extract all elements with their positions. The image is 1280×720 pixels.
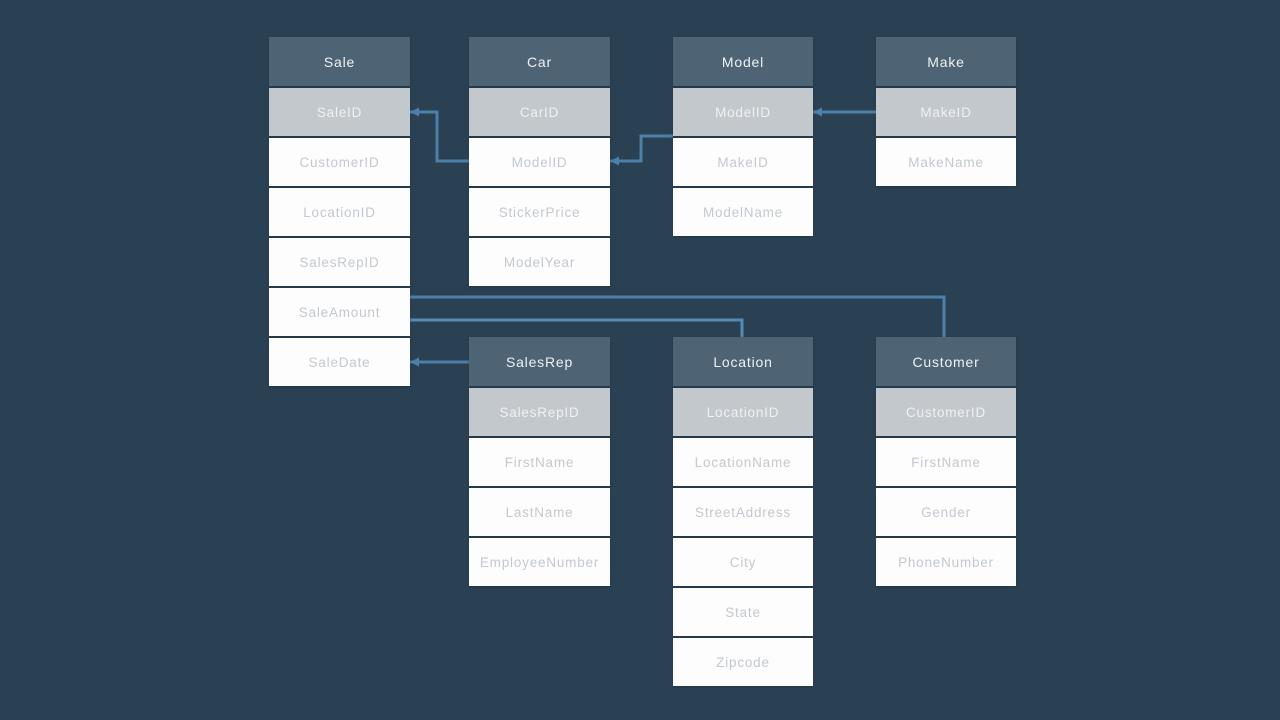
field-row: MakeName	[876, 138, 1016, 186]
field-row: FirstName	[876, 438, 1016, 486]
field-row: SalesRepID	[269, 238, 410, 286]
table-make: Make MakeID MakeName	[876, 37, 1016, 186]
table-location: Location LocationID LocationName StreetA…	[673, 337, 813, 686]
field-row: ModelName	[673, 188, 813, 236]
connector-sale-customer	[410, 295, 946, 340]
primary-key-row: SalesRepID	[469, 388, 610, 436]
arrowhead-sale-car	[410, 107, 419, 117]
primary-key-row: CarID	[469, 88, 610, 136]
field-row: SaleDate	[269, 338, 410, 386]
field-row: LastName	[469, 488, 610, 536]
connector-car-model	[610, 134, 673, 163]
arrowhead-sale-salesrep	[410, 357, 419, 367]
primary-key-row: LocationID	[673, 388, 813, 436]
table-header: SalesRep	[469, 337, 610, 386]
table-model: Model ModelID MakeID ModelName	[673, 37, 813, 236]
arrowhead-model-make	[813, 107, 822, 117]
field-row: FirstName	[469, 438, 610, 486]
field-row: ModelYear	[469, 238, 610, 286]
arrowhead-car-model	[610, 156, 619, 166]
field-row: Gender	[876, 488, 1016, 536]
field-row: MakeID	[673, 138, 813, 186]
field-row: SaleAmount	[269, 288, 410, 336]
primary-key-row: SaleID	[269, 88, 410, 136]
table-sale: Sale SaleID CustomerID LocationID SalesR…	[269, 37, 410, 386]
primary-key-row: CustomerID	[876, 388, 1016, 436]
primary-key-row: MakeID	[876, 88, 1016, 136]
field-row: CustomerID	[269, 138, 410, 186]
table-header: Model	[673, 37, 813, 86]
field-row: ModelID	[469, 138, 610, 186]
field-row: LocationID	[269, 188, 410, 236]
table-salesrep: SalesRep SalesRepID FirstName LastName E…	[469, 337, 610, 586]
field-row: LocationName	[673, 438, 813, 486]
field-row: EmployeeNumber	[469, 538, 610, 586]
table-header: Make	[876, 37, 1016, 86]
primary-key-row: ModelID	[673, 88, 813, 136]
table-header: Sale	[269, 37, 410, 86]
field-row: PhoneNumber	[876, 538, 1016, 586]
table-customer: Customer CustomerID FirstName Gender Pho…	[876, 337, 1016, 586]
connector-sale-car	[410, 110, 469, 163]
field-row: StreetAddress	[673, 488, 813, 536]
table-header: Location	[673, 337, 813, 386]
field-row: StickerPrice	[469, 188, 610, 236]
table-header: Car	[469, 37, 610, 86]
field-row: State	[673, 588, 813, 636]
connector-sale-location	[410, 318, 744, 340]
field-row: Zipcode	[673, 638, 813, 686]
table-header: Customer	[876, 337, 1016, 386]
field-row: City	[673, 538, 813, 586]
table-car: Car CarID ModelID StickerPrice ModelYear	[469, 37, 610, 286]
